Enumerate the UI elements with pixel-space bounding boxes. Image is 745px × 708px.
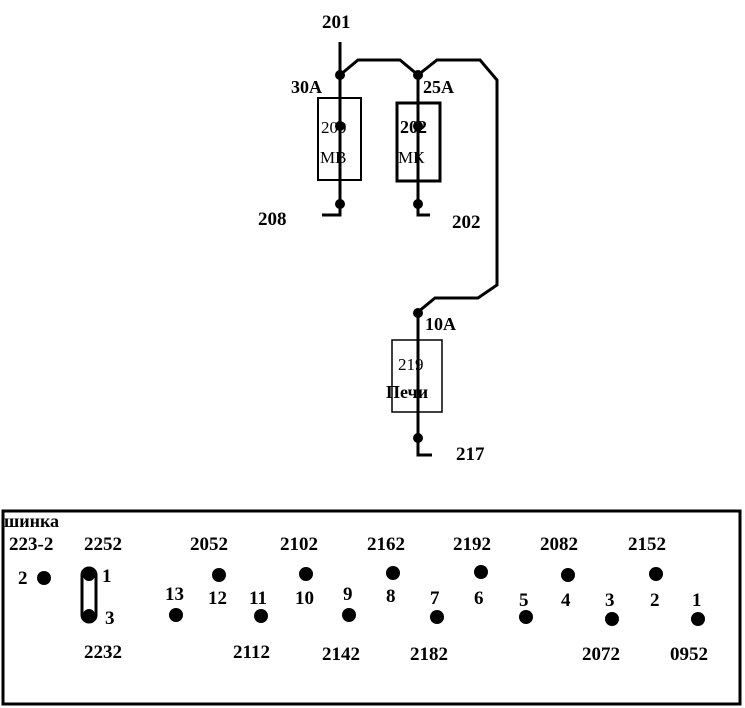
junctions [335,70,423,443]
top-label: 2152 [628,534,666,555]
bottom-label: 2182 [410,644,448,665]
pin-number: 12 [208,588,227,609]
connector-title: шинка [4,511,59,531]
fuse-rating: 10A [425,314,456,334]
wire-label-217: 217 [456,444,485,465]
fuse-number: 209 [321,118,347,137]
fuse-202-box [395,101,442,183]
fuse-name: МК [398,148,425,167]
wires [322,42,499,457]
wire-bridge [339,58,430,217]
bottom-label: 2142 [322,644,360,665]
connector-pin-numbers: 2 1 3 13 12 11 10 9 8 7 6 5 4 3 2 1 [18,566,702,629]
fuse-rating: 30A [291,77,322,97]
pin-number: 1 [692,590,702,611]
connector-pins [37,565,705,626]
wire-209 [322,42,342,217]
pin-number: 6 [474,588,484,609]
wire-label-208: 208 [258,209,287,230]
wire-label-201: 201 [322,12,351,33]
bottom-label: 0952 [670,644,708,665]
pin-number: 3 [105,608,115,629]
pin-number: 7 [430,588,440,609]
pin-number: 11 [249,588,267,609]
fuse-209-box [317,97,362,181]
wire-219 [416,58,499,457]
pin-number: 4 [561,590,571,611]
pin-number: 8 [386,586,396,607]
connector-box [1,509,742,706]
top-label: 2162 [367,534,405,555]
top-label: 2102 [280,534,318,555]
pin-number: 2 [650,590,660,611]
fuse-219-box [391,339,443,413]
pin-number: 2 [18,568,28,589]
fuse-number: 202 [400,117,427,137]
connector-bottom-labels: 2232 2112 2142 2182 2072 0952 [84,642,708,665]
top-label: 223-2 [9,534,53,555]
pin-number: 5 [519,590,529,611]
top-label: 2192 [453,534,491,555]
fuse-rating: 25A [423,77,454,97]
pin-number: 10 [295,588,314,609]
fuse-name: МВ [320,148,346,167]
pin-number: 1 [102,566,112,587]
top-label: 2252 [84,534,122,555]
bottom-label: 2112 [233,642,270,663]
bottom-label: 2072 [582,644,620,665]
fuse-number: 219 [398,355,424,374]
pin-number: 3 [605,590,615,611]
bottom-label: 2232 [84,642,122,663]
fuse-name: Печи [386,382,428,402]
wire-label-202: 202 [452,212,481,233]
top-label: 2052 [190,534,228,555]
top-label: 2082 [540,534,578,555]
connector-top-labels: 223-2 2252 2052 2102 2162 2192 2082 2152 [9,534,666,555]
pin-number: 9 [343,584,353,605]
pin-number: 13 [165,584,184,605]
